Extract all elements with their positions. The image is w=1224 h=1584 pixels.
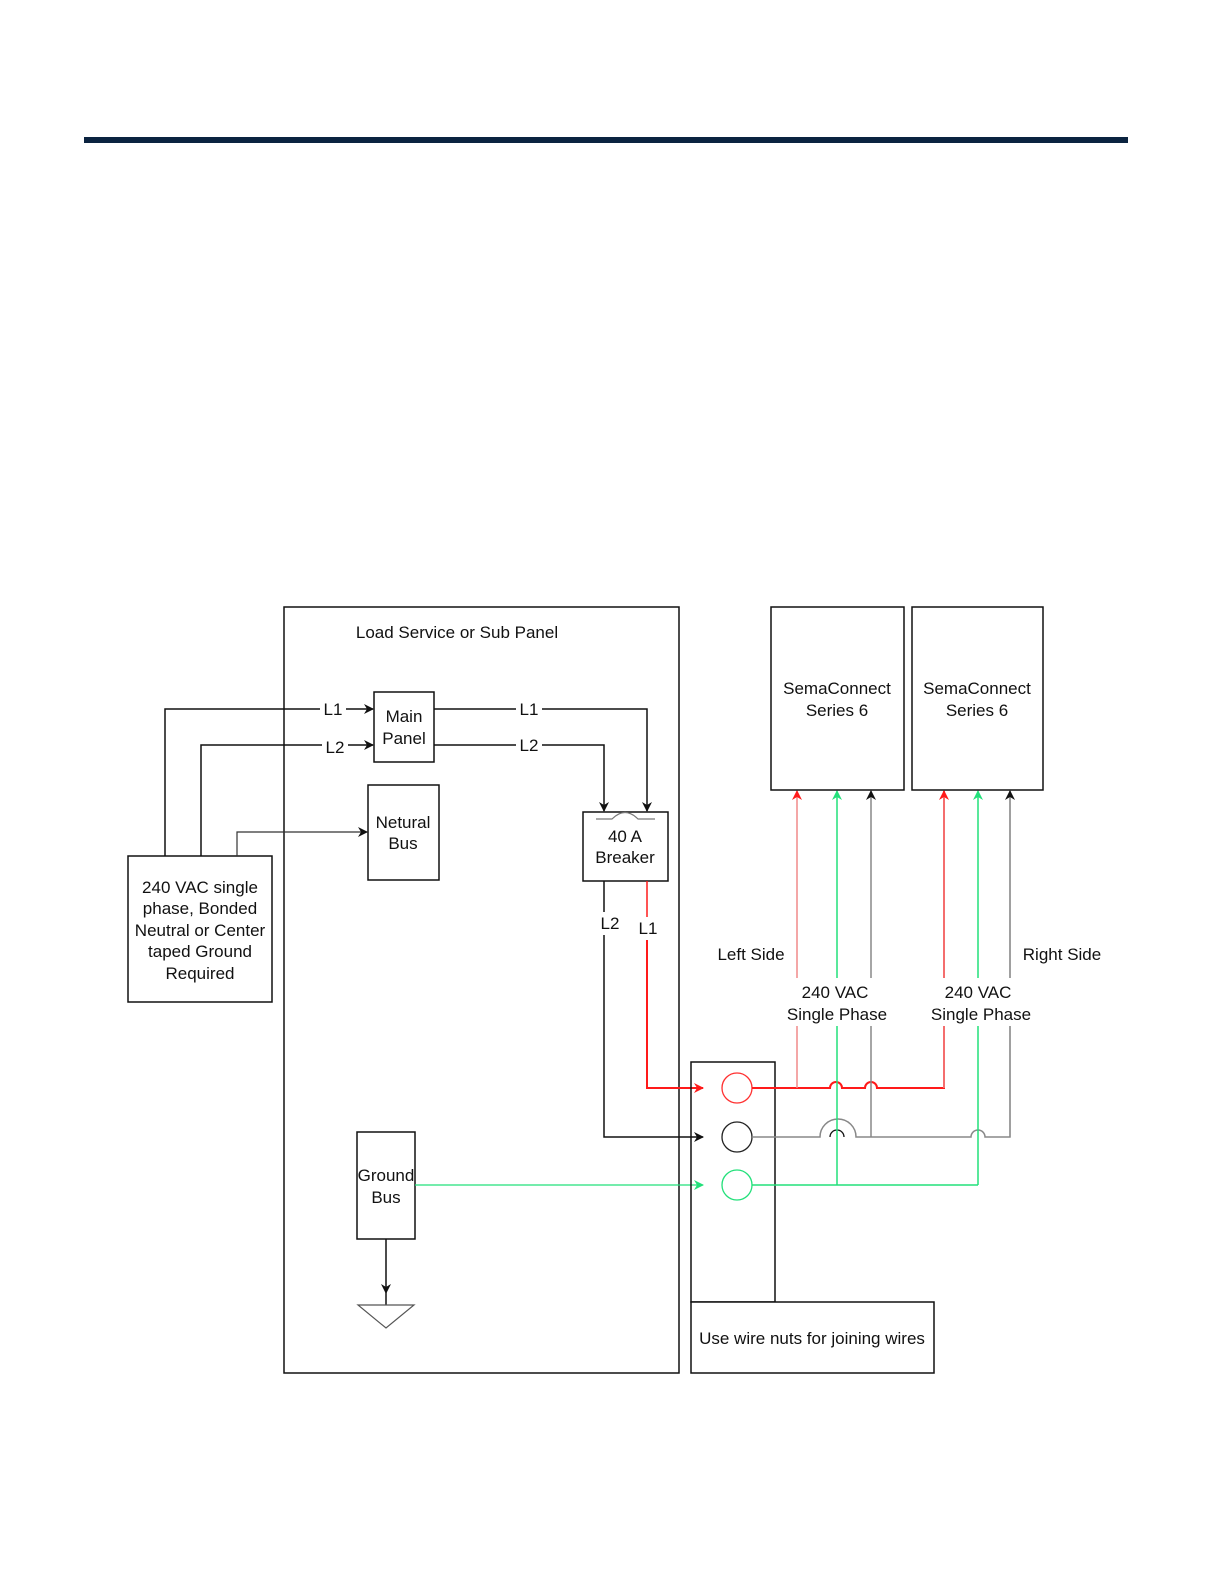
supply-left-label-2: Single Phase bbox=[787, 1005, 887, 1024]
load-panel-box bbox=[284, 607, 679, 1373]
main-panel-label-2: Panel bbox=[382, 729, 425, 748]
charger-right-label-1: SemaConnect bbox=[923, 679, 1031, 698]
splice-l2-icon bbox=[722, 1122, 752, 1152]
charger-left-box bbox=[771, 607, 904, 790]
breaker-box bbox=[583, 812, 668, 881]
source-l2-wire bbox=[201, 745, 322, 856]
charger-right-box bbox=[912, 607, 1043, 790]
ground-bus-label-1: Ground bbox=[358, 1166, 415, 1185]
source-neutral-wire bbox=[237, 832, 367, 856]
l2-distribution-wire bbox=[752, 791, 1010, 1137]
charger-left-label-2: Series 6 bbox=[806, 701, 868, 720]
ground-bus-box bbox=[357, 1132, 415, 1239]
source-l1-label: L1 bbox=[324, 700, 343, 719]
source-label-1: 240 VAC single bbox=[142, 878, 258, 897]
neutral-bus-label-1: Netural bbox=[376, 813, 431, 832]
breaker-l1-label: L1 bbox=[639, 919, 658, 938]
wire-nut-note: Use wire nuts for joining wires bbox=[699, 1329, 925, 1348]
breaker-l2-wire-b bbox=[604, 935, 703, 1137]
junction-box bbox=[691, 1062, 775, 1302]
source-l1-wire bbox=[165, 709, 320, 856]
supply-right-label-1: 240 VAC bbox=[945, 983, 1012, 1002]
earth-ground-icon bbox=[358, 1305, 414, 1328]
right-side-label: Right Side bbox=[1023, 945, 1101, 964]
source-l2-label: L2 bbox=[326, 738, 345, 757]
main-panel-label-1: Main bbox=[386, 707, 423, 726]
main-panel-box bbox=[374, 692, 434, 762]
source-label-5: Required bbox=[166, 964, 235, 983]
source-label-3: Neutral or Center bbox=[135, 921, 266, 940]
splice-l1-icon bbox=[722, 1073, 752, 1103]
source-label-4: taped Ground bbox=[148, 942, 252, 961]
main-l2-label: L2 bbox=[520, 736, 539, 755]
neutral-bus-box bbox=[368, 785, 439, 880]
l1-distribution-wire bbox=[752, 791, 944, 1088]
charger-right-label-2: Series 6 bbox=[946, 701, 1008, 720]
breaker-label-2: Breaker bbox=[595, 848, 655, 867]
main-l1-label: L1 bbox=[520, 700, 539, 719]
main-l1-wire-b bbox=[542, 709, 647, 811]
supply-left-label-1: 240 VAC bbox=[802, 983, 869, 1002]
panel-title: Load Service or Sub Panel bbox=[356, 623, 558, 642]
left-side-label: Left Side bbox=[717, 945, 784, 964]
main-l2-wire-b bbox=[542, 745, 604, 811]
supply-right-label-2: Single Phase bbox=[931, 1005, 1031, 1024]
ground-bus-label-2: Bus bbox=[371, 1188, 400, 1207]
neutral-bus-label-2: Bus bbox=[388, 834, 417, 853]
splice-ground-icon bbox=[722, 1170, 752, 1200]
breaker-l1-wire-b bbox=[647, 940, 703, 1088]
breaker-label-1: 40 A bbox=[608, 827, 643, 846]
source-label-2: phase, Bonded bbox=[143, 899, 257, 918]
breaker-l2-label: L2 bbox=[601, 914, 620, 933]
charger-left-label-1: SemaConnect bbox=[783, 679, 891, 698]
